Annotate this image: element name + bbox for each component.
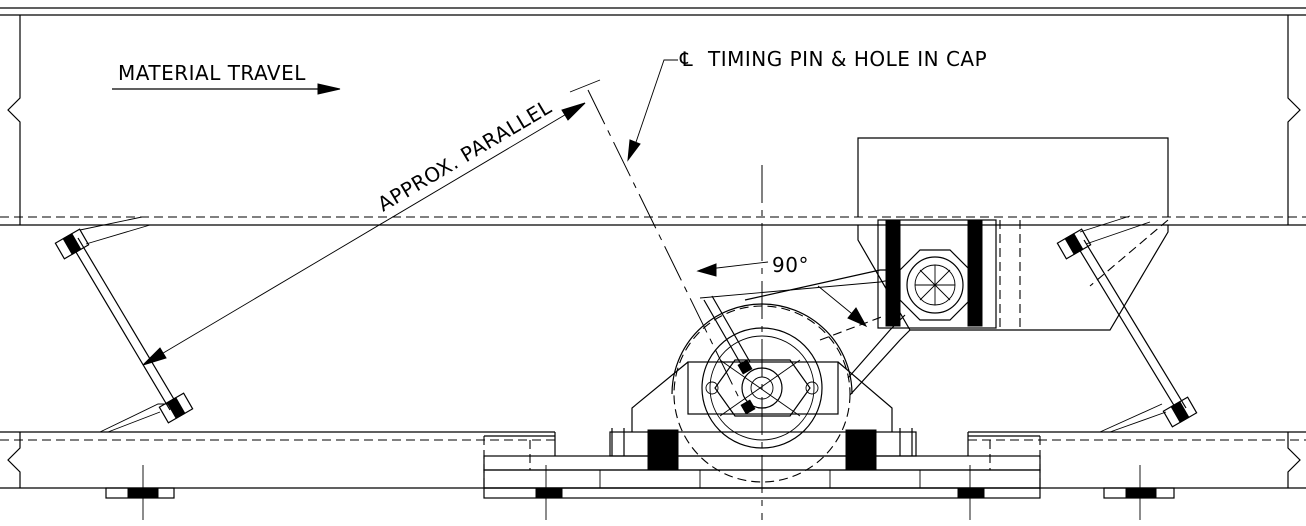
break-line-left (7, 15, 21, 225)
lower-base (0, 428, 1306, 520)
approx-parallel-dimension: APPROX. PARALLEL (142, 94, 586, 366)
approx-parallel-label: APPROX. PARALLEL (373, 94, 556, 216)
left-spring-link (54, 216, 194, 433)
break-line-lower-right (1287, 432, 1301, 488)
pivot-plate (714, 359, 811, 417)
linkage-arm (744, 269, 911, 396)
dim-arrow-left-icon (142, 347, 167, 366)
break-line-lower-left (7, 432, 21, 488)
right-spring-link (1056, 215, 1198, 433)
angle-label: 90° (772, 253, 809, 277)
drive-housing (857, 137, 1169, 331)
pivot-bearing (631, 295, 893, 483)
break-line-right (1287, 15, 1301, 225)
upper-trough (0, 7, 1306, 226)
leader-arrow-icon (627, 139, 641, 162)
timing-centerline (587, 89, 741, 401)
eccentric-nut (899, 249, 971, 321)
arrow-head-icon (317, 83, 341, 95)
material-travel-label: MATERIAL TRAVEL (118, 61, 306, 85)
bearing-block-left (885, 219, 901, 327)
angle-callout: 90° (696, 253, 891, 328)
timing-pin-callout: ℄ TIMING PIN & HOLE IN CAP (627, 47, 987, 162)
mount-pad-right (845, 429, 877, 471)
material-travel-callout: MATERIAL TRAVEL (112, 61, 341, 95)
dim-arrow-right-icon (561, 102, 586, 121)
mount-pad-left (647, 429, 679, 471)
angle-arrow-icon (696, 263, 717, 277)
bearing-block-right (967, 219, 983, 327)
anchor-bolts (105, 465, 1175, 520)
centerline-symbol: ℄ (679, 47, 693, 71)
timing-pin-label: TIMING PIN & HOLE IN CAP (707, 47, 987, 71)
